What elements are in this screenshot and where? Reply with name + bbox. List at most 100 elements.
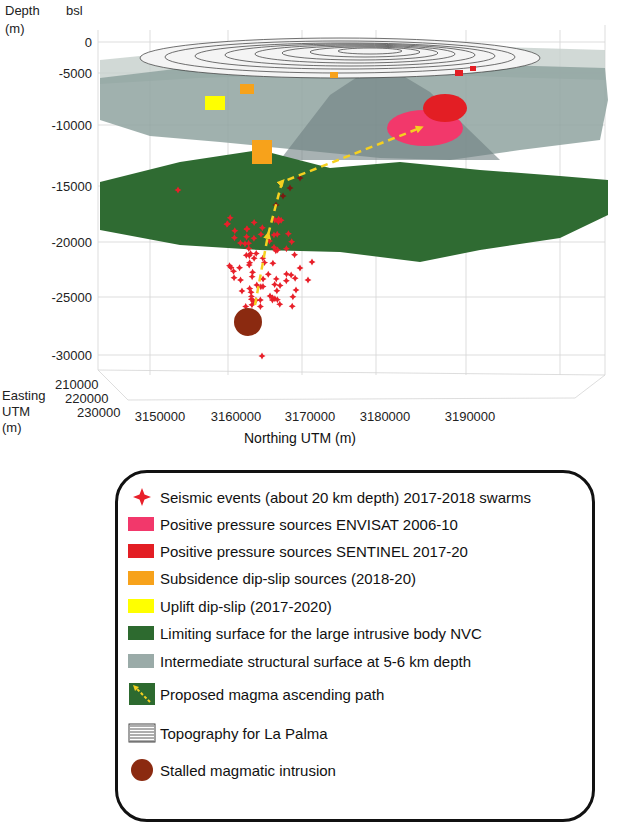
illustration-part xyxy=(252,140,272,164)
topo-hatch xyxy=(130,732,154,733)
axis-label: -5000 xyxy=(59,67,92,80)
legend-text: Positive pressure sources SENTINEL 2017-… xyxy=(160,543,468,560)
axis-label: Depth xyxy=(5,4,40,17)
illustration-part xyxy=(257,296,264,303)
illustration-part xyxy=(273,275,280,282)
illustration-part xyxy=(231,227,238,234)
star-symbol xyxy=(133,488,151,506)
legend-swatch xyxy=(128,599,154,613)
illustration-part xyxy=(205,96,225,110)
illustration-part xyxy=(98,297,605,298)
axis-label: 210000 xyxy=(55,378,98,391)
topo-hatch xyxy=(130,738,154,739)
legend-text: Intermediate structural surface at 5-6 k… xyxy=(160,653,471,670)
legend-row: Limiting surface for the large intrusive… xyxy=(118,620,588,646)
topo-swatch xyxy=(129,724,155,742)
legend-row: Topography for La Palma xyxy=(118,720,588,746)
axis-label: 3190000 xyxy=(445,410,496,423)
illustration-part xyxy=(470,66,476,71)
illustration-part xyxy=(140,38,540,78)
axis-label: -30000 xyxy=(52,349,92,362)
illustration-part xyxy=(309,259,316,266)
illustration-part xyxy=(257,303,264,310)
illustration-part xyxy=(289,303,296,310)
legend-swatch xyxy=(128,544,154,558)
illustration-part xyxy=(271,281,278,288)
axis-label: -10000 xyxy=(52,119,92,132)
illustration-part xyxy=(282,46,438,60)
legend-text: Positive pressure sources ENVISAT 2006-1… xyxy=(160,516,458,533)
illustration-part xyxy=(455,70,463,76)
illustration-part xyxy=(283,277,290,284)
illustration-part xyxy=(224,220,231,227)
legend-text: Topography for La Palma xyxy=(160,725,328,742)
illustration-part xyxy=(274,231,281,238)
illustration-part xyxy=(195,43,495,69)
axis-label: 3160000 xyxy=(211,410,262,423)
legend-symbol xyxy=(128,484,156,510)
topography xyxy=(140,38,540,78)
topo-hatch xyxy=(130,726,154,727)
illustration-part xyxy=(293,287,300,294)
topo-hatch xyxy=(130,729,154,730)
illustration-part xyxy=(243,226,250,233)
illustration-part xyxy=(231,274,238,281)
illustration-part xyxy=(175,187,182,194)
legend-text: Stalled magmatic intrusion xyxy=(160,762,336,779)
illustration-part xyxy=(265,271,272,278)
axis-label: -25000 xyxy=(52,291,92,304)
legend-swatch xyxy=(128,654,154,668)
legend-row: Proposed magma ascending path xyxy=(118,681,588,707)
illustration-part xyxy=(273,287,280,294)
illustration-part xyxy=(259,353,266,360)
legend-swatch xyxy=(128,517,154,531)
legend-row: Positive pressure sources ENVISAT 2006-1… xyxy=(118,511,588,537)
illustration-part xyxy=(243,225,250,232)
illustration-part xyxy=(243,233,250,240)
illustration-part xyxy=(230,268,237,275)
axis-label: 3150000 xyxy=(135,410,186,423)
legend-row: Subsidence dip-slip sources (2018-20) xyxy=(118,565,588,591)
illustration-part xyxy=(248,293,255,300)
illustration-part xyxy=(259,224,266,231)
illustration-part xyxy=(575,375,605,398)
illustration-part xyxy=(250,235,257,242)
illustration-part xyxy=(297,265,304,272)
illustration-part xyxy=(280,193,287,200)
illustration-part xyxy=(223,221,230,228)
illustration-part xyxy=(285,230,292,237)
axis-label: -15000 xyxy=(52,180,92,193)
illustration-part xyxy=(98,30,99,370)
illustration-part xyxy=(274,296,281,303)
illustration-part xyxy=(237,277,244,284)
legend-symbol xyxy=(128,757,156,783)
illustration-part xyxy=(238,288,245,295)
topo-hatch xyxy=(130,741,154,742)
illustration-part xyxy=(338,48,402,54)
legend-symbol xyxy=(128,681,156,707)
pressure-sources xyxy=(387,66,476,146)
axis-label: (m) xyxy=(2,421,22,434)
legend-swatch xyxy=(128,571,154,585)
illustration-part xyxy=(423,94,467,122)
illustration-part xyxy=(257,231,264,238)
illustration-part xyxy=(246,259,253,266)
illustration-part xyxy=(292,275,299,282)
illustration-part xyxy=(236,264,243,271)
illustration-part xyxy=(231,234,238,241)
stalled-intrusion xyxy=(234,308,262,336)
illustration-part xyxy=(289,293,296,300)
axis-label: 220000 xyxy=(65,392,108,405)
illustration-part xyxy=(330,72,338,78)
axis-label: (m) xyxy=(5,22,25,35)
dip-slip-sources xyxy=(205,72,338,164)
legend-text: Limiting surface for the large intrusive… xyxy=(160,625,482,642)
illustration-part xyxy=(249,273,256,280)
legend-symbol xyxy=(128,720,156,746)
intrusion-symbol xyxy=(131,759,153,781)
legend-box: Seismic events (about 20 km depth) 2017-… xyxy=(115,470,595,822)
legend-text: Seismic events (about 20 km depth) 2017-… xyxy=(160,489,531,506)
illustration-part xyxy=(287,185,294,192)
illustration-part xyxy=(237,240,244,247)
path-arrowhead xyxy=(133,685,139,691)
